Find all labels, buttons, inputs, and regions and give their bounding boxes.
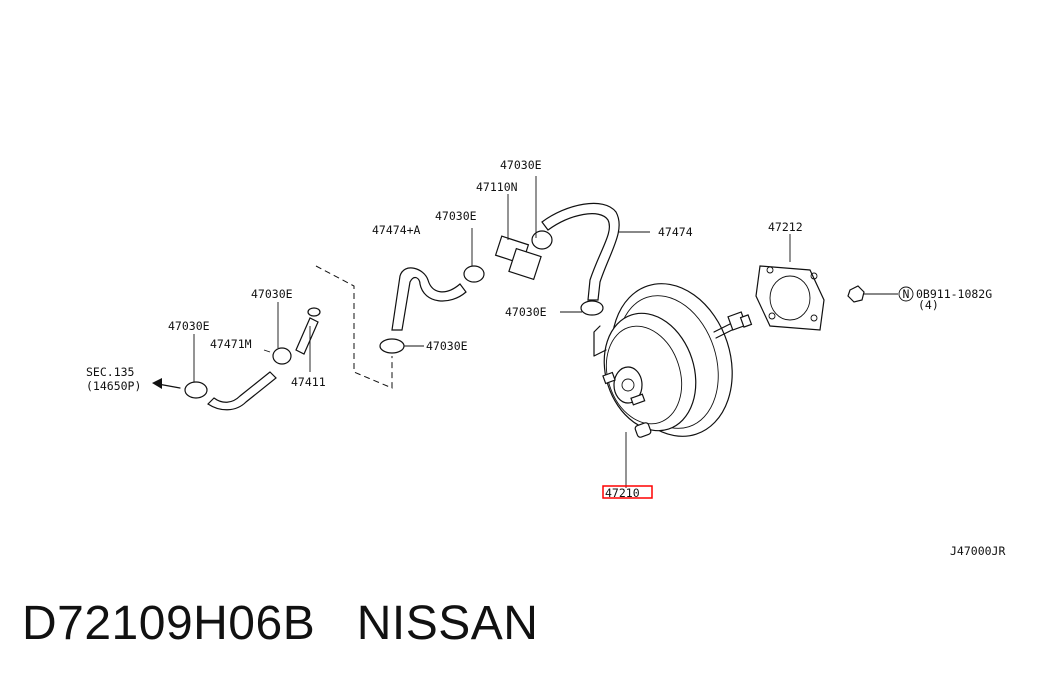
label-sec-line1: SEC.135 [86, 365, 134, 379]
nut [847, 285, 914, 303]
label-47030E-bot: 47030E [426, 339, 468, 353]
label-47030E-left: 47030E [251, 287, 293, 301]
label-47030E-right: 47030E [505, 305, 547, 319]
part-number-caption: D72109H06B NISSAN [22, 597, 539, 650]
label-sec-line2: (14650P) [86, 379, 141, 393]
label-47030E-mid: 47030E [435, 209, 477, 223]
clamp-top [531, 176, 604, 316]
label-47474: 47474 [658, 225, 693, 239]
hose-47474 [541, 202, 650, 301]
label-47210[interactable]: 47210 [605, 486, 640, 500]
label-47110N: 47110N [476, 180, 518, 194]
dashed-link [315, 265, 393, 389]
label-47411: 47411 [291, 375, 326, 389]
label-47030E-top: 47030E [500, 158, 542, 172]
check-valve [494, 194, 542, 281]
highlight-box [602, 485, 653, 499]
hose-47471M [152, 302, 292, 411]
label-nut-qty: (4) [918, 298, 939, 312]
label-47212: 47212 [768, 220, 803, 234]
label-nut: 0B911-1082G [916, 287, 992, 301]
gasket [755, 234, 825, 331]
hose-47474A [379, 228, 485, 354]
label-47474A: 47474+A [372, 223, 421, 237]
label-47471M: 47471M [210, 337, 252, 351]
pipe-47411 [295, 307, 321, 372]
brake-booster [593, 283, 753, 488]
nut-symbol: N [903, 287, 910, 301]
label-47030E-far: 47030E [168, 319, 210, 333]
diagram-code: J47000JR [950, 544, 1005, 558]
